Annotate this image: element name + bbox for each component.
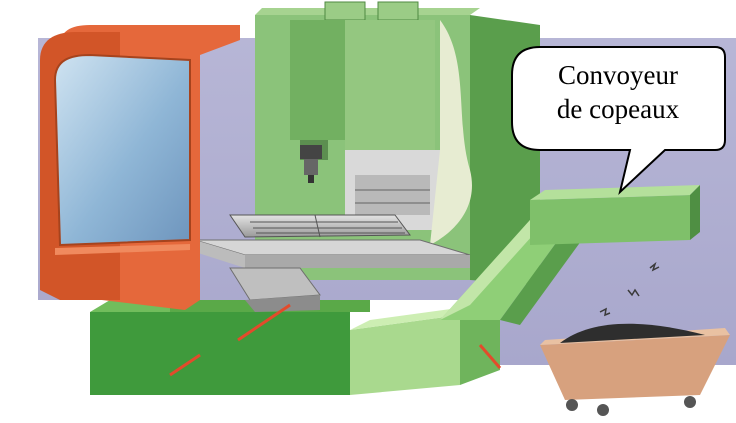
callout-line-2: de copeaux — [520, 92, 716, 126]
callout-label: Convoyeur de copeaux — [520, 58, 716, 126]
chip-bin — [540, 324, 730, 416]
callout-line-1: Convoyeur — [520, 58, 716, 92]
machine-base — [90, 300, 370, 395]
